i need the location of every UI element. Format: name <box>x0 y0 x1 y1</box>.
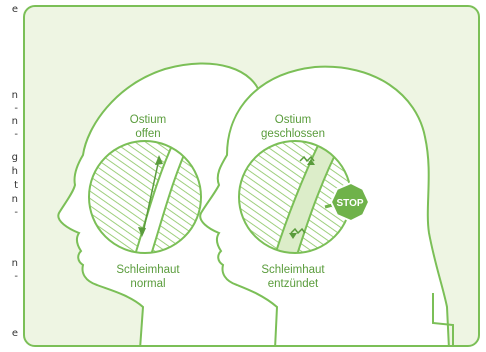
left-top-label-line1: Ostium <box>130 114 166 126</box>
left-top-label-line2: offen <box>135 128 160 140</box>
edge-char: - <box>14 103 18 114</box>
edge-char: h <box>12 166 18 177</box>
edge-char: e <box>12 328 18 339</box>
edge-char: n <box>12 90 18 101</box>
right-bottom-label-line2: entzündet <box>268 278 319 290</box>
diagram-panel: STOP Ostium offen Schleimhaut normal Ost… <box>23 5 480 347</box>
stop-sign-label: STOP <box>336 198 363 209</box>
edge-char: n <box>12 258 18 269</box>
edge-char: t <box>14 180 18 191</box>
left-bottom-label-line2: normal <box>130 278 165 290</box>
right-bottom-label-line1: Schleimhaut <box>261 264 325 276</box>
edge-char: n <box>12 116 18 127</box>
edge-char: n <box>12 194 18 205</box>
edge-char: - <box>14 207 18 218</box>
cropped-side-text: e n - n - g h t n - n - e <box>0 0 22 352</box>
right-top-label-line1: Ostium <box>275 114 311 126</box>
edge-char: - <box>14 271 18 282</box>
edge-char: e <box>12 4 18 15</box>
right-top-label-line2: geschlossen <box>261 128 325 140</box>
edge-char: - <box>14 129 18 140</box>
sinus-diagram: STOP Ostium offen Schleimhaut normal Ost… <box>25 7 480 347</box>
edge-char: g <box>12 152 18 163</box>
left-bottom-label-line1: Schleimhaut <box>116 264 180 276</box>
